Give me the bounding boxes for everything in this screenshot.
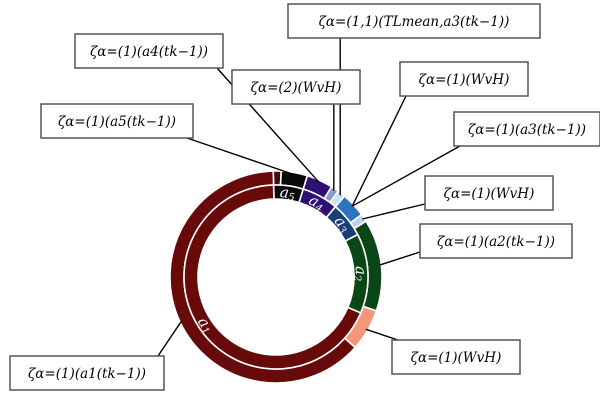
leader-line-a5-outer	[186, 137, 295, 176]
inner-ring-label-a5: a5	[279, 183, 297, 203]
callout-label-wvh-1c: ζα=(1)(WvH)	[411, 350, 502, 366]
callout-box-a5-outer	[40, 103, 194, 139]
callout-label-a3-outer: ζα=(1)(a3(tk−1))	[468, 122, 586, 138]
callout-box-wvh-1b	[424, 175, 554, 211]
inner-ring-segment-4	[183, 184, 362, 370]
inner-ring	[183, 184, 369, 370]
callout-label-a1-outer: ζα=(1)(a1(tk−1))	[28, 366, 146, 382]
callout-box-tlmean	[287, 3, 541, 39]
callout-box-a4-outer	[74, 33, 224, 69]
leader-line-a1-outer	[157, 320, 183, 357]
callout-label-tlmean: ζα=(1,1)(TLmean,a3(tk−1))	[319, 14, 510, 30]
callout-box-wvh-2	[231, 69, 361, 105]
callout-box-wvh-1c	[391, 339, 521, 375]
leader-line-a3-outer	[351, 145, 461, 207]
outer-ring	[169, 170, 383, 384]
leader-line-a2-outer	[379, 251, 421, 266]
callout-label-a2-outer: ζα=(1)(a2(tk−1))	[437, 234, 555, 250]
callout-box-a3-outer	[453, 111, 600, 147]
callout-label-wvh-1b: ζα=(1)(WvH)	[444, 186, 535, 202]
leader-line-wvh-1a	[351, 95, 407, 207]
callout-labels: ζα=(1)(a4(tk−1)) ζα=(1,1)(TLmean,a3(tk−1)…	[9, 3, 600, 391]
callout-box-a2-outer	[419, 223, 573, 259]
callout-box-a1-outer	[9, 355, 165, 391]
callout-label-wvh-1a: ζα=(1)(WvH)	[419, 72, 510, 88]
leader-line-wvh-1b	[362, 203, 426, 220]
callout-box-wvh-1a	[399, 61, 529, 97]
inner-ring-label-a2: a2	[351, 266, 370, 282]
callout-label-wvh-2: ζα=(2)(WvH)	[251, 80, 342, 96]
callout-label-a5-outer: ζα=(1)(a5(tk−1))	[58, 114, 176, 130]
callout-label-a4-outer: ζα=(1)(a4(tk−1))	[90, 44, 208, 60]
leader-line-wvh-1c	[365, 328, 399, 341]
